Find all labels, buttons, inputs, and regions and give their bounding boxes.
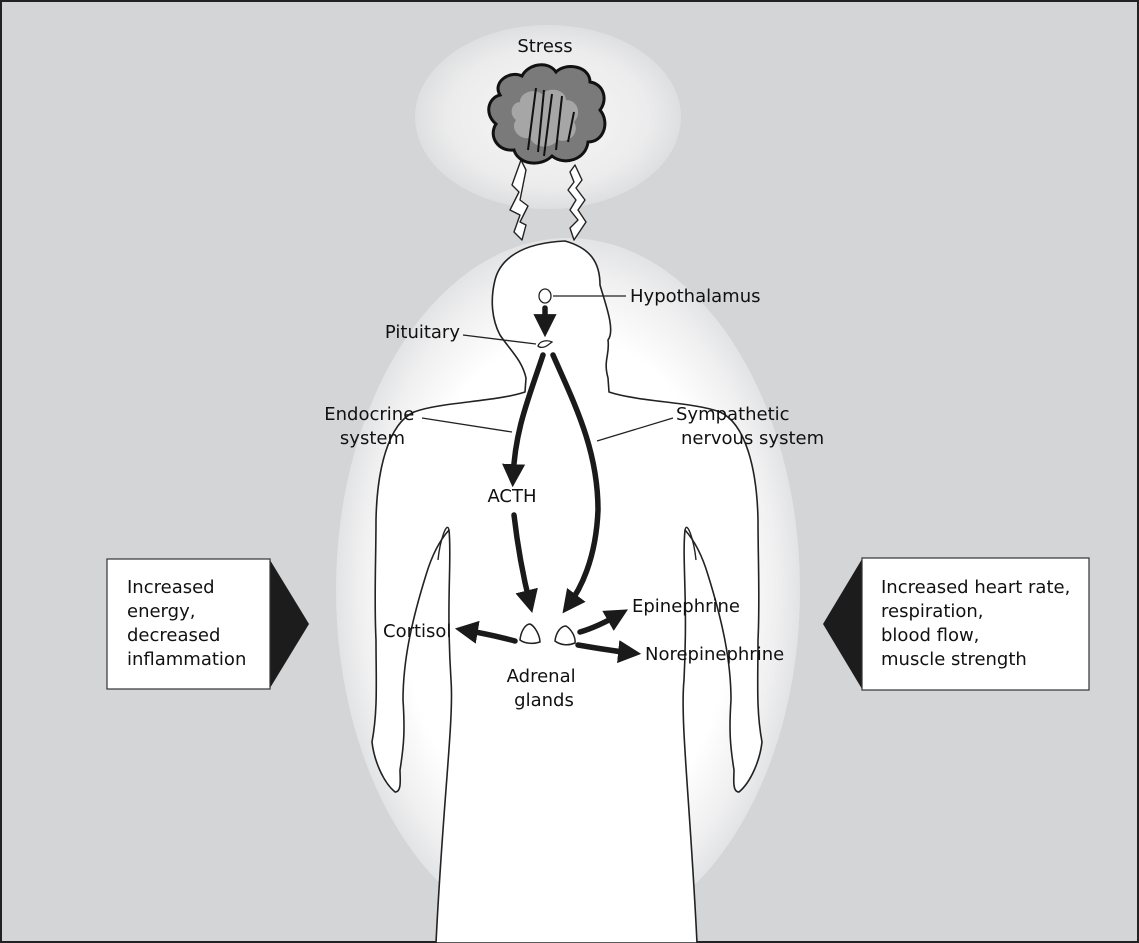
label-hypothalamus: Hypothalamus (630, 286, 760, 307)
label-epinephrine: Epinephrine (632, 596, 740, 617)
label-cortisol: Cortisol (383, 621, 451, 642)
left-box-line4: inflammation (127, 649, 246, 670)
right-box-line2: respiration, (881, 601, 984, 622)
label-adrenal-line1: Adrenal (507, 666, 576, 687)
label-sympathetic-line2: nervous system (681, 428, 824, 449)
left-effect-box: Increased energy, decreased inflammation (107, 559, 309, 689)
left-box-line3: decreased (127, 625, 220, 646)
label-pituitary: Pituitary (385, 322, 460, 343)
right-box-line4: muscle strength (881, 649, 1027, 670)
left-box-line1: Increased (127, 577, 215, 598)
left-box-line2: energy, (127, 601, 195, 622)
hypothalamus-icon (539, 289, 551, 303)
label-norepinephrine: Norepinephrine (645, 644, 784, 665)
label-endocrine-line1: Endocrine (324, 404, 414, 425)
title-stress: Stress (517, 36, 572, 57)
label-acth: ACTH (487, 486, 536, 507)
right-box-line1: Increased heart rate, (881, 577, 1070, 598)
label-endocrine-line2: system (340, 428, 405, 449)
right-box-line3: blood flow, (881, 625, 979, 646)
label-adrenal-line2: glands (514, 690, 574, 711)
stress-cloud-icon (489, 65, 605, 163)
label-sympathetic-line1: Sympathetic (676, 404, 790, 425)
right-effect-box: Increased heart rate, respiration, blood… (823, 558, 1089, 690)
